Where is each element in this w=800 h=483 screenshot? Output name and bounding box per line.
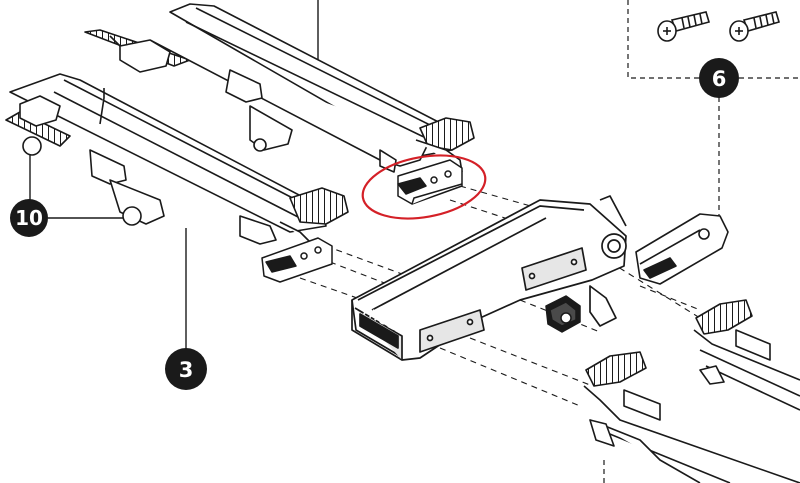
latch-part xyxy=(635,213,729,285)
wheel-tray-right-lower xyxy=(583,351,800,483)
hardware-box xyxy=(627,0,800,79)
callout-10-label: 10 xyxy=(15,206,43,230)
hitch-main-body xyxy=(351,195,627,361)
mount-bracket-circled xyxy=(397,159,463,205)
tightening-knob xyxy=(545,295,581,333)
callout-10: 10 xyxy=(10,199,48,237)
screw-icon xyxy=(729,11,780,42)
screw-icon xyxy=(657,11,711,42)
dashed-leader xyxy=(603,97,720,483)
mount-bracket-front xyxy=(261,237,333,283)
wheel-tray-front xyxy=(5,73,349,245)
callout-6-label: 6 xyxy=(712,67,727,91)
wheel-tray-right-upper xyxy=(693,299,800,411)
wheel-tray-upper xyxy=(84,3,475,173)
callout-6: 6 xyxy=(699,58,739,98)
callout-3-label: 3 xyxy=(179,358,194,382)
highlight-circle xyxy=(361,154,487,220)
callout-3: 3 xyxy=(165,348,207,390)
